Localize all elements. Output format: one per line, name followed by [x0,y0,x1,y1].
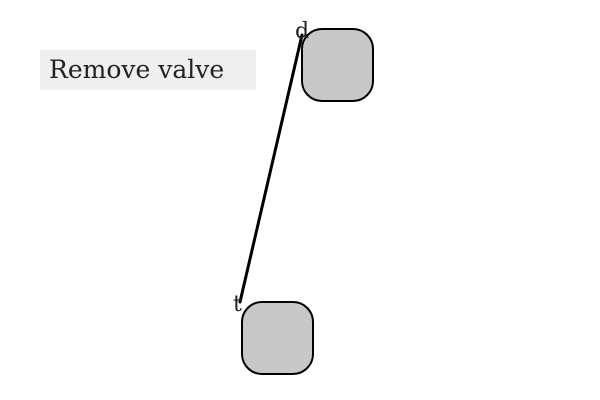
action-label[interactable]: Remove valve [40,50,256,90]
connection-line [238,33,304,304]
bottom-node[interactable] [241,301,314,375]
bottom-node-port-label: t [233,292,242,317]
top-node[interactable] [301,28,374,102]
top-node-port-label: d [295,19,309,44]
